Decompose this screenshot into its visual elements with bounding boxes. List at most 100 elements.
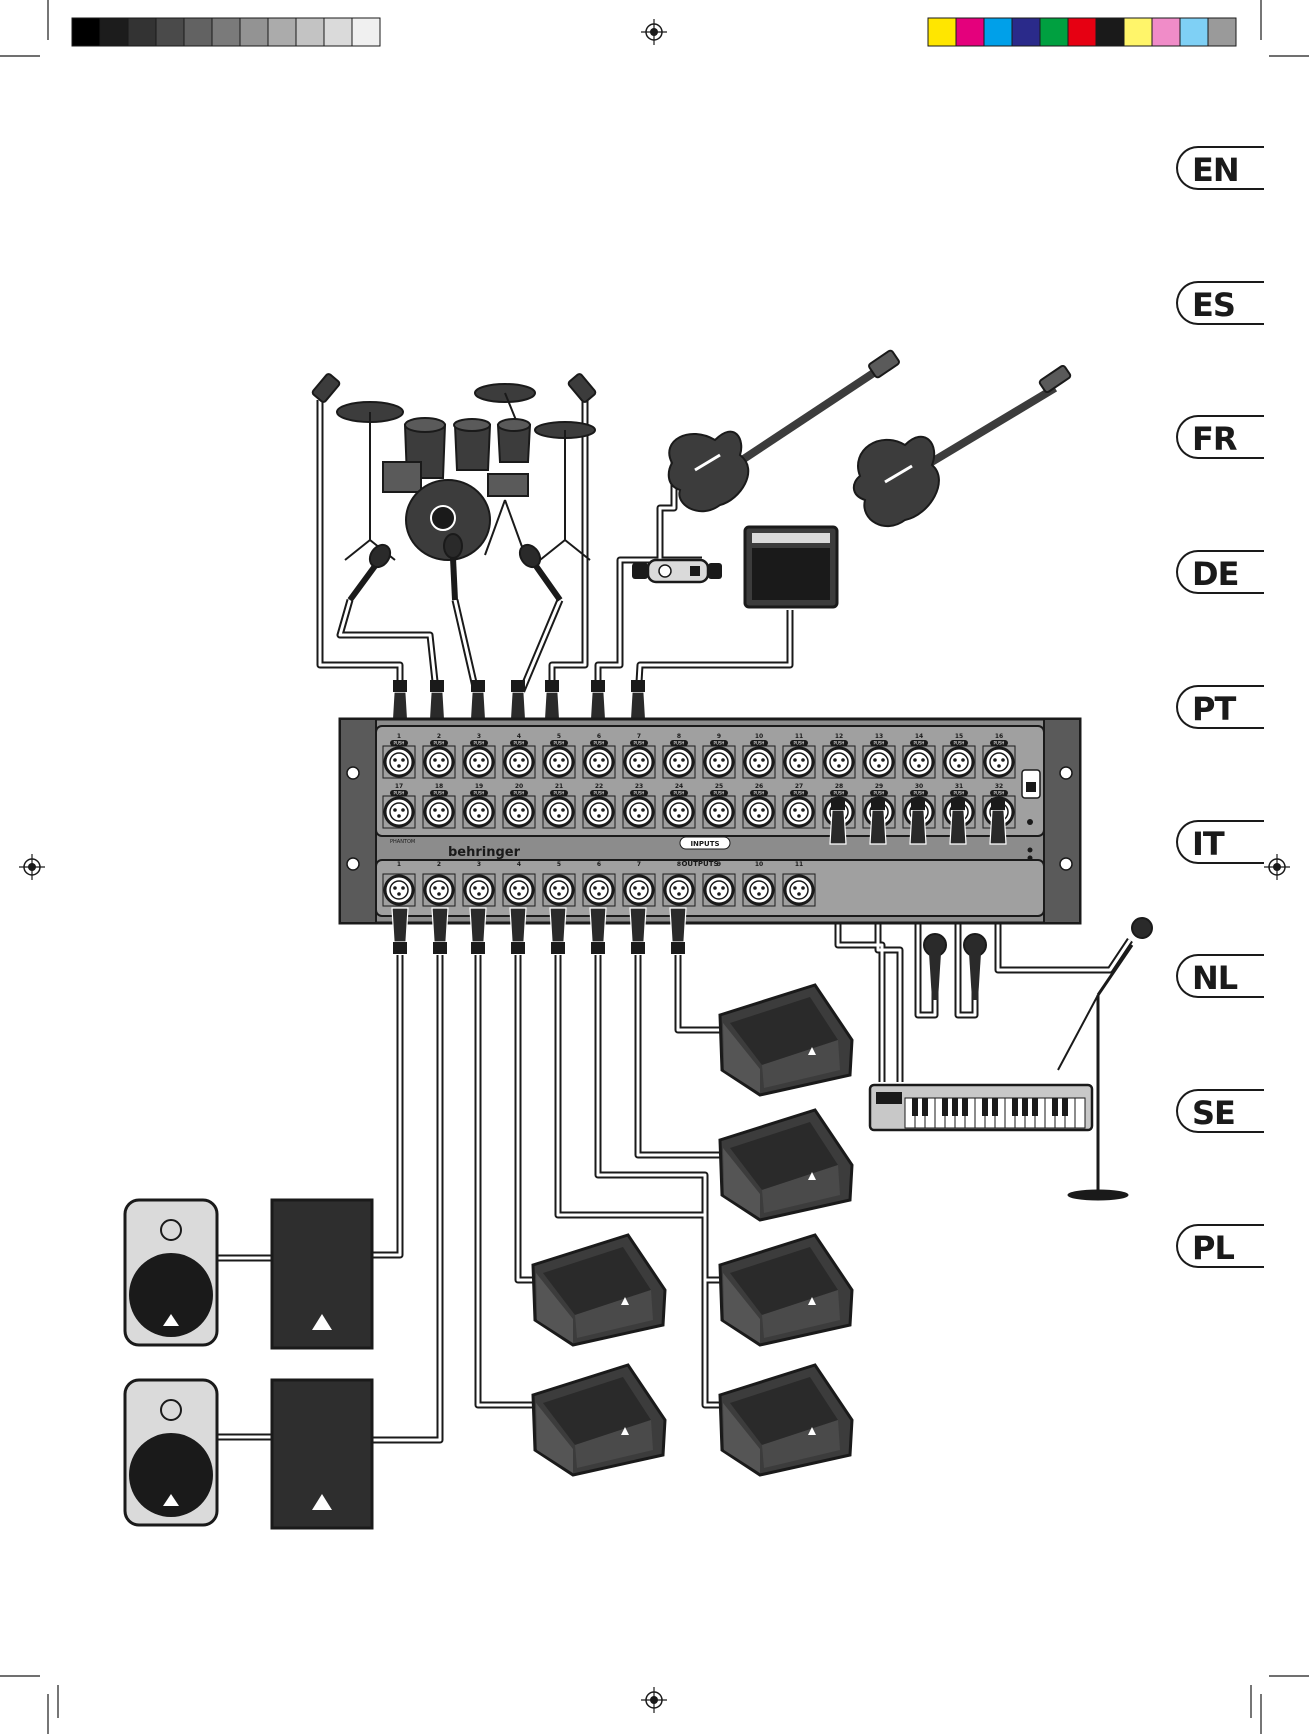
push-label: PUSH	[514, 791, 525, 796]
language-tab-pl[interactable]: PL	[1176, 1224, 1264, 1268]
calibration-swatch	[1039, 17, 1069, 47]
language-tab-label: SE	[1192, 1094, 1236, 1132]
microphone-icon	[518, 543, 563, 602]
push-label: PUSH	[874, 741, 885, 746]
calibration-swatch	[351, 17, 381, 47]
channel-number: 10	[755, 733, 763, 740]
xlr-jack[interactable]: 8	[661, 861, 697, 908]
language-tab-en[interactable]: EN	[1176, 146, 1264, 190]
language-tab-pt[interactable]: PT	[1176, 685, 1264, 729]
xlr-jack[interactable]: 11	[781, 861, 817, 908]
calibration-swatch	[99, 17, 129, 47]
channel-number: 10	[755, 861, 763, 868]
calibration-swatch	[323, 17, 353, 47]
channel-number: 5	[557, 733, 561, 740]
language-tab-de[interactable]: DE	[1176, 550, 1264, 594]
channel-number: 30	[915, 783, 923, 790]
registration-mark-icon	[640, 18, 668, 46]
channel-number: 12	[835, 733, 843, 740]
push-label: PUSH	[634, 741, 645, 746]
channel-number: 32	[995, 783, 1003, 790]
xlr-jack[interactable]: 2	[421, 861, 457, 908]
push-label: PUSH	[794, 791, 805, 796]
keyboard-icon	[868, 1083, 1094, 1132]
electric-guitar-icon	[852, 364, 1072, 527]
channel-number: 9	[717, 861, 721, 868]
xlr-jack[interactable]: 6	[581, 861, 617, 908]
registration-mark-icon	[18, 853, 46, 881]
push-label: PUSH	[634, 791, 645, 796]
channel-number: 6	[597, 733, 601, 740]
language-tab-fr[interactable]: FR	[1176, 415, 1264, 459]
channel-number: 1	[397, 733, 401, 740]
xlr-jack[interactable]: 5	[541, 861, 577, 908]
push-label: PUSH	[954, 741, 965, 746]
channel-number: 5	[557, 861, 561, 868]
channel-number: 9	[717, 733, 721, 740]
push-label: PUSH	[754, 791, 765, 796]
push-label: PUSH	[914, 791, 925, 796]
channel-number: 11	[795, 861, 803, 868]
language-tab-it[interactable]: IT	[1176, 820, 1264, 864]
push-label: PUSH	[714, 791, 725, 796]
push-label: PUSH	[914, 741, 925, 746]
channel-number: 31	[955, 783, 963, 790]
push-label: PUSH	[514, 741, 525, 746]
xlr-jack[interactable]: 3	[461, 861, 497, 908]
xlr-jack[interactable]: 9	[701, 861, 737, 908]
registration-mark-icon	[1263, 853, 1291, 881]
language-tab-es[interactable]: ES	[1176, 281, 1264, 325]
push-label: PUSH	[594, 741, 605, 746]
channel-number: 6	[597, 861, 601, 868]
calibration-swatch	[71, 17, 101, 47]
stage-monitor-icon	[718, 983, 854, 1097]
stage-monitor-icon	[531, 1233, 667, 1347]
calibration-swatch	[1095, 17, 1125, 47]
channel-number: 7	[637, 861, 641, 868]
channel-number: 4	[517, 861, 521, 868]
xlr-jack[interactable]: 10	[741, 861, 777, 908]
xlr-jack[interactable]: 4	[501, 861, 537, 908]
push-label: PUSH	[674, 791, 685, 796]
language-tab-se[interactable]: SE	[1176, 1089, 1264, 1133]
xlr-jack[interactable]: 7	[621, 861, 657, 908]
channel-number: 8	[677, 861, 681, 868]
calibration-swatch	[211, 17, 241, 47]
language-tab-nl[interactable]: NL	[1176, 954, 1264, 998]
xlr-jack[interactable]: 1	[381, 861, 417, 908]
push-label: PUSH	[834, 791, 845, 796]
calibration-swatch	[1151, 17, 1181, 47]
